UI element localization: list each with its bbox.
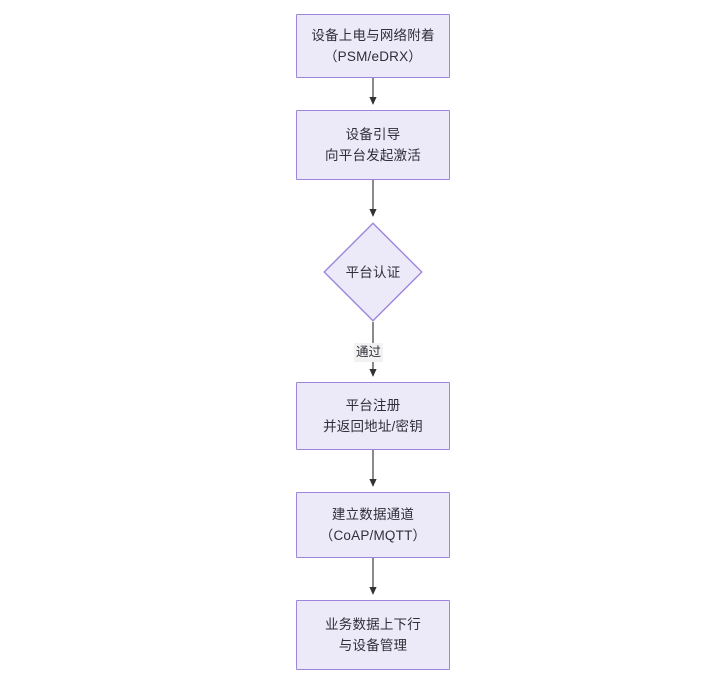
- edge-label-pass: 通过: [354, 343, 384, 362]
- diamond-shape-icon: [323, 222, 423, 322]
- node-device-power-on[interactable]: 设备上电与网络附着 （PSM/eDRX）: [296, 14, 450, 78]
- node-business-data-and-device-management[interactable]: 业务数据上下行 与设备管理: [296, 600, 450, 670]
- node-platform-authentication[interactable]: 平台认证: [323, 222, 423, 322]
- node-label-line: 平台认证: [345, 264, 401, 280]
- edge-label-text: 通过: [356, 345, 382, 359]
- node-label-line: 设备引导: [345, 127, 401, 142]
- node-label-line: 建立数据通道: [331, 507, 415, 522]
- node-establish-data-channel[interactable]: 建立数据通道 （CoAP/MQTT）: [296, 492, 450, 558]
- node-device-bootstrap[interactable]: 设备引导 向平台发起激活: [296, 110, 450, 180]
- node-label-line: 与设备管理: [338, 638, 408, 653]
- node-label-line: 并返回地址/密钥: [323, 419, 423, 434]
- node-label-line: 设备上电与网络附着: [311, 28, 435, 43]
- node-label-line: 向平台发起激活: [325, 148, 421, 163]
- node-label-line: （CoAP/MQTT）: [319, 528, 427, 543]
- node-platform-registration[interactable]: 平台注册 并返回地址/密钥: [296, 382, 450, 450]
- node-label-line: （PSM/eDRX）: [323, 49, 423, 64]
- node-label-line: 业务数据上下行: [325, 617, 421, 632]
- node-label-line: 平台注册: [345, 398, 401, 413]
